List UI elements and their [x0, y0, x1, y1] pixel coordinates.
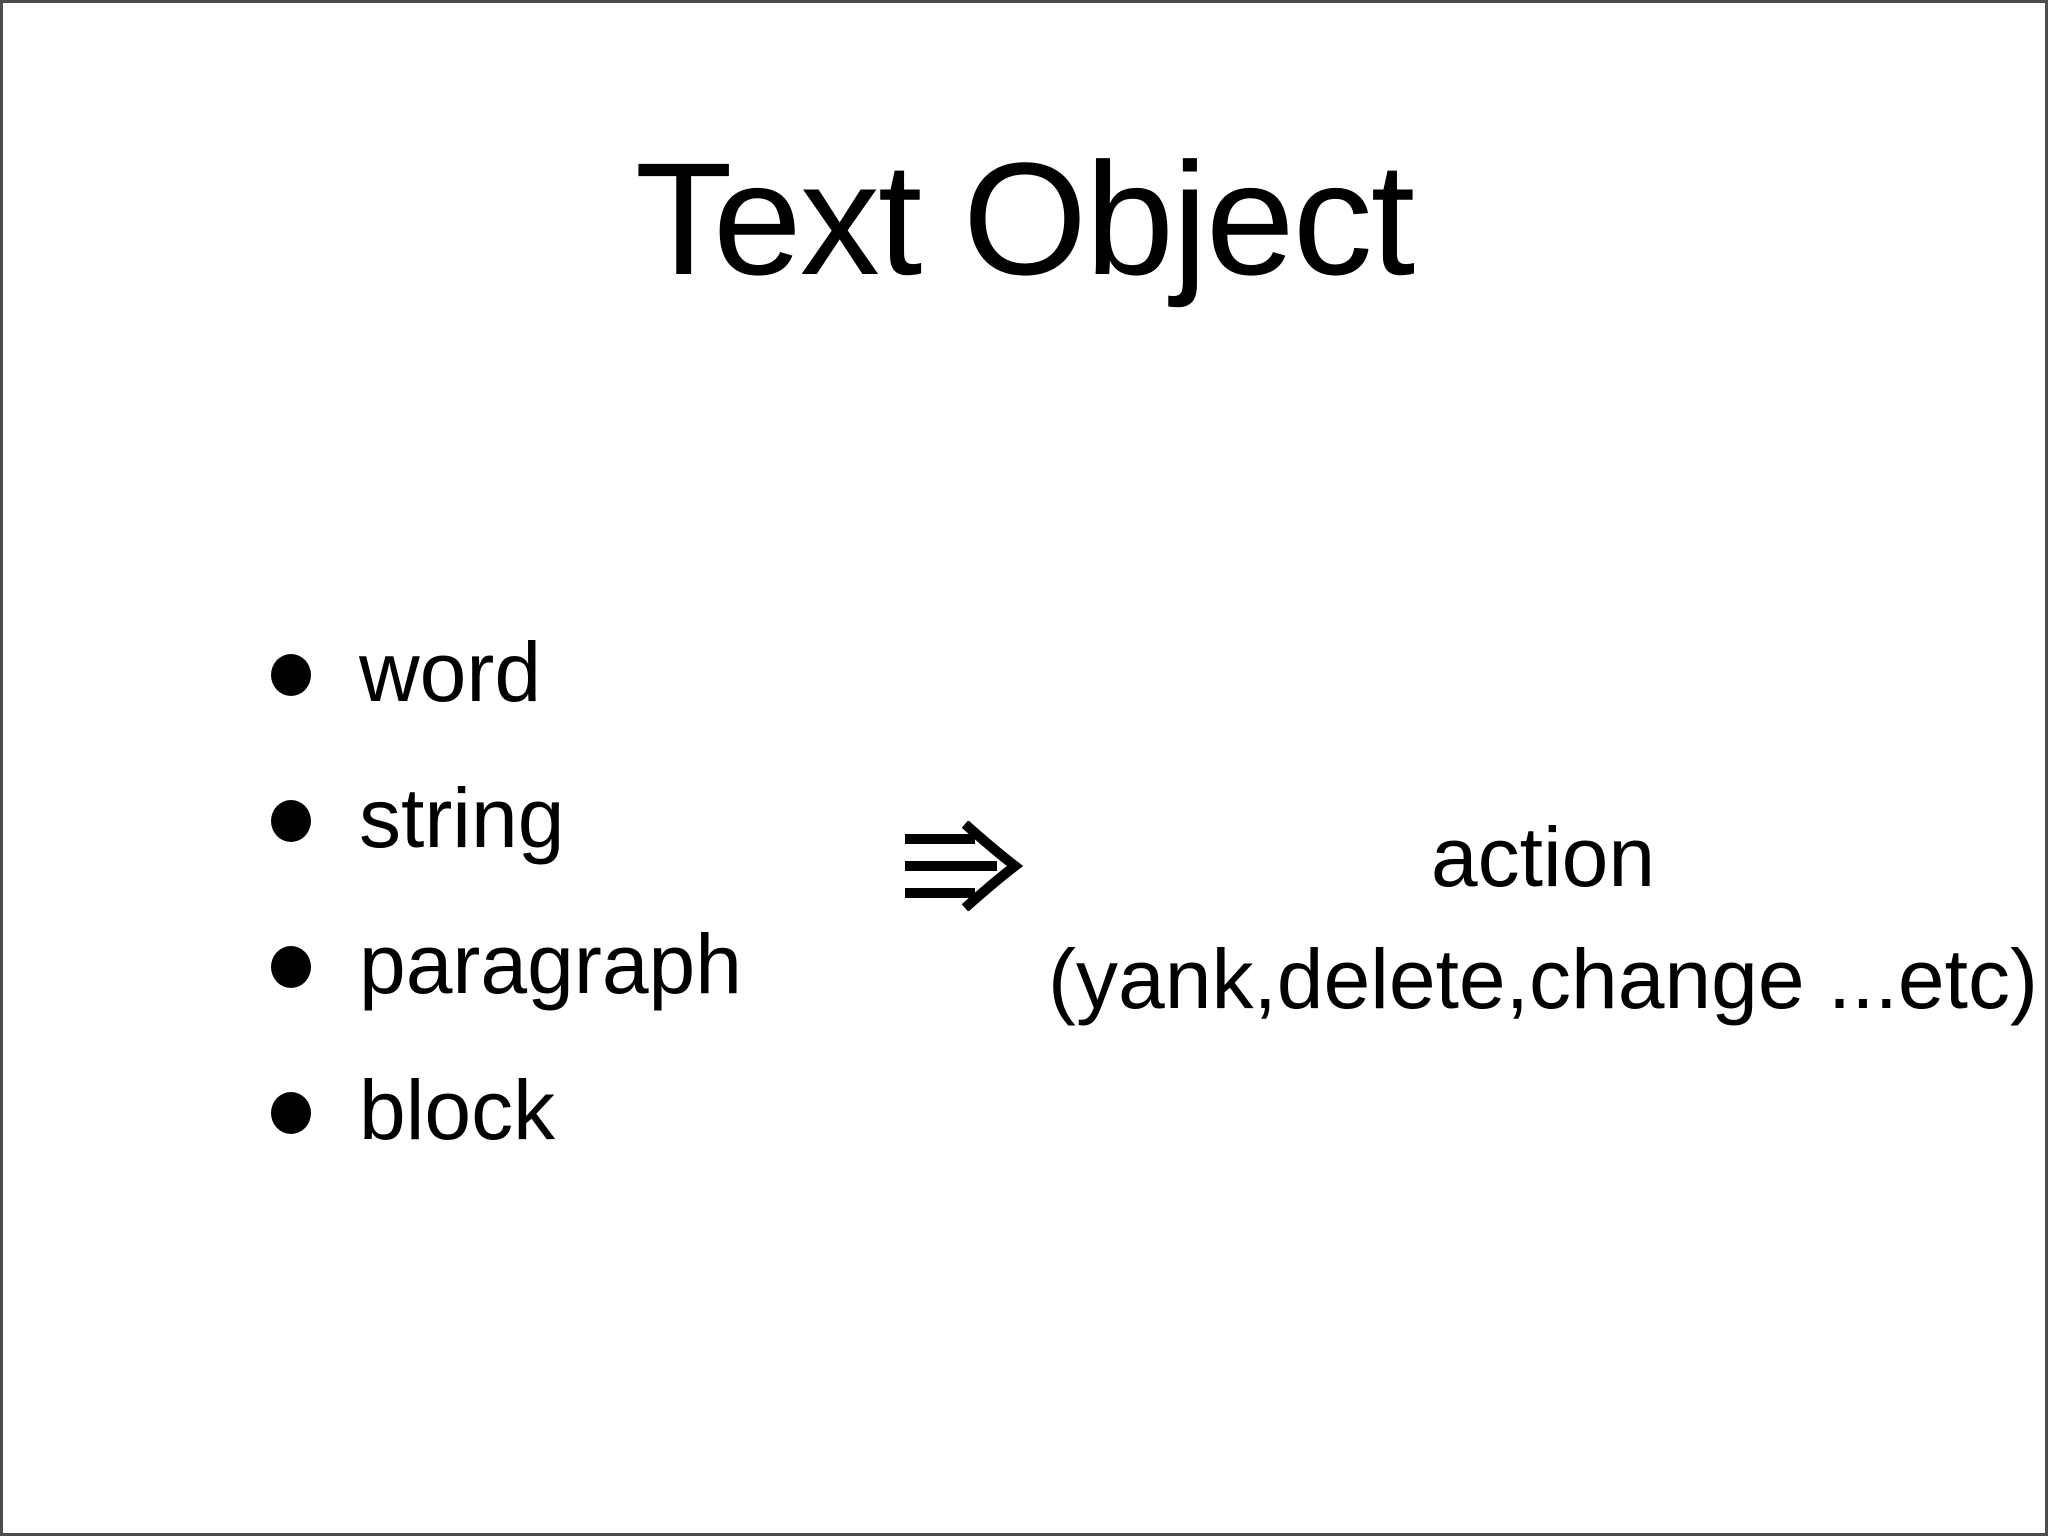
- bullet-dot-icon: [271, 1092, 311, 1134]
- list-item: word: [271, 599, 742, 745]
- bullet-label: paragraph: [359, 917, 742, 1011]
- bullet-label: block: [359, 1063, 556, 1157]
- bullet-dot-icon: [271, 946, 311, 988]
- action-line2: (yank,delete,change ...etc): [1048, 931, 2038, 1026]
- bullet-label: word: [359, 625, 542, 719]
- bullet-dot-icon: [271, 800, 311, 842]
- triple-arrow-right-icon: [901, 820, 1024, 912]
- bullet-list: word string paragraph block: [271, 599, 742, 1183]
- bullet-dot-icon: [271, 654, 311, 696]
- slide-title: Text Object: [634, 129, 1415, 308]
- list-item: block: [271, 1037, 742, 1183]
- bullet-label: string: [359, 771, 565, 865]
- action-line1: action: [1430, 810, 1656, 904]
- action-text: action (yank,delete,change ...etc): [1033, 797, 2045, 1041]
- list-item: string: [271, 745, 742, 891]
- list-item: paragraph: [271, 891, 742, 1037]
